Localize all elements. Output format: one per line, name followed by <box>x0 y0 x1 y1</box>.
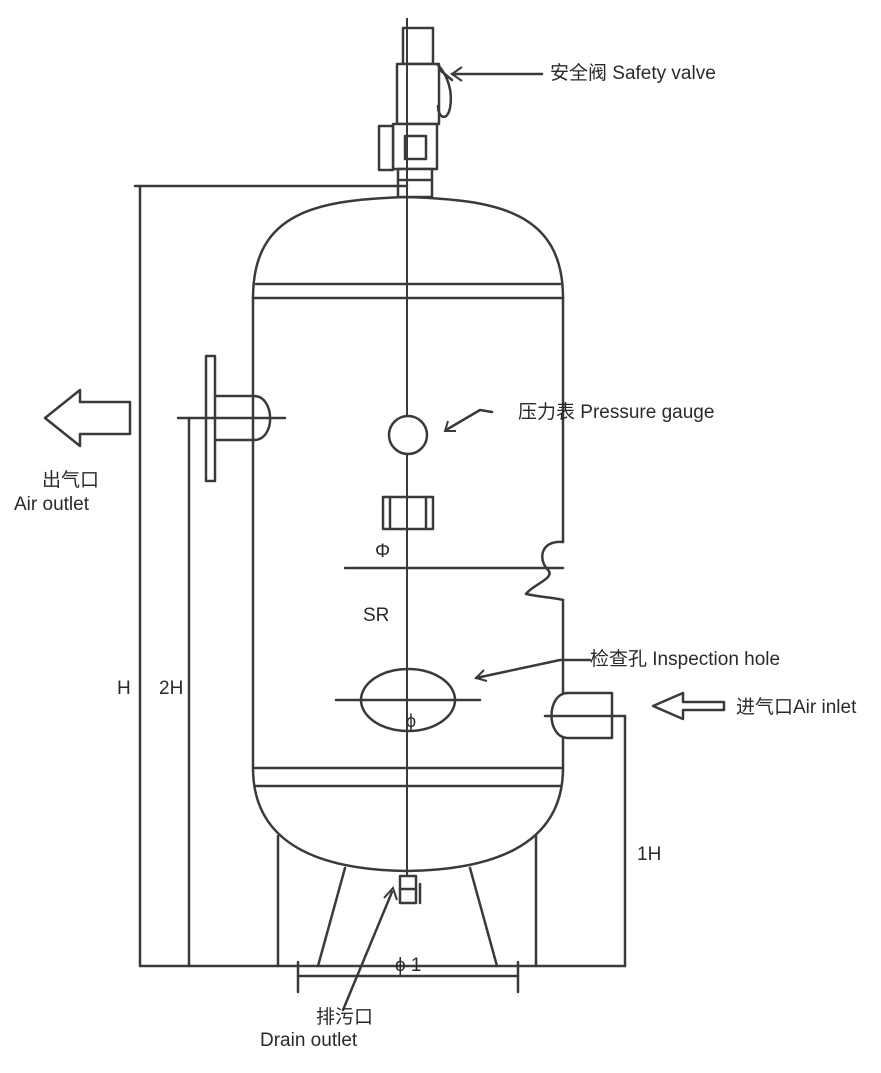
inspection-hole-text: 检查孔 Inspection hole <box>590 648 780 670</box>
dimension-h <box>133 184 409 968</box>
phi1-label: ϕ 1 <box>395 955 422 976</box>
tank-support-base <box>138 834 627 994</box>
air-outlet-en-text: Air outlet <box>14 494 90 515</box>
pressure-gauge <box>387 408 494 456</box>
air-outlet-cn-text: 出气口 <box>42 469 99 491</box>
drain-outlet-en-text: Drain outlet <box>260 1030 358 1051</box>
phi-symbol: Φ <box>375 541 390 562</box>
safety-valve-label: 安全阀 Safety valve <box>450 62 716 84</box>
small-phi-label: ϕ <box>406 711 416 731</box>
air-inlet-nozzle <box>543 691 726 968</box>
pressure-gauge-text: 压力表 Pressure gauge <box>518 401 714 423</box>
air-outlet-nozzle <box>43 354 287 968</box>
safety-valve <box>377 26 454 199</box>
drain-outlet-cn-text: 排污口 <box>316 1006 373 1028</box>
drain-valve <box>341 874 422 1012</box>
fitting-socket <box>381 495 435 531</box>
sr-label: SR <box>363 605 389 626</box>
h-label: H <box>117 678 131 699</box>
inspection-hole <box>334 658 592 733</box>
two-h-label: 2H <box>159 678 183 699</box>
air-inlet-text: 进气口Air inlet <box>736 696 857 718</box>
one-h-label: 1H <box>637 844 661 865</box>
safety-valve-text: 安全阀 Safety valve <box>550 62 716 84</box>
